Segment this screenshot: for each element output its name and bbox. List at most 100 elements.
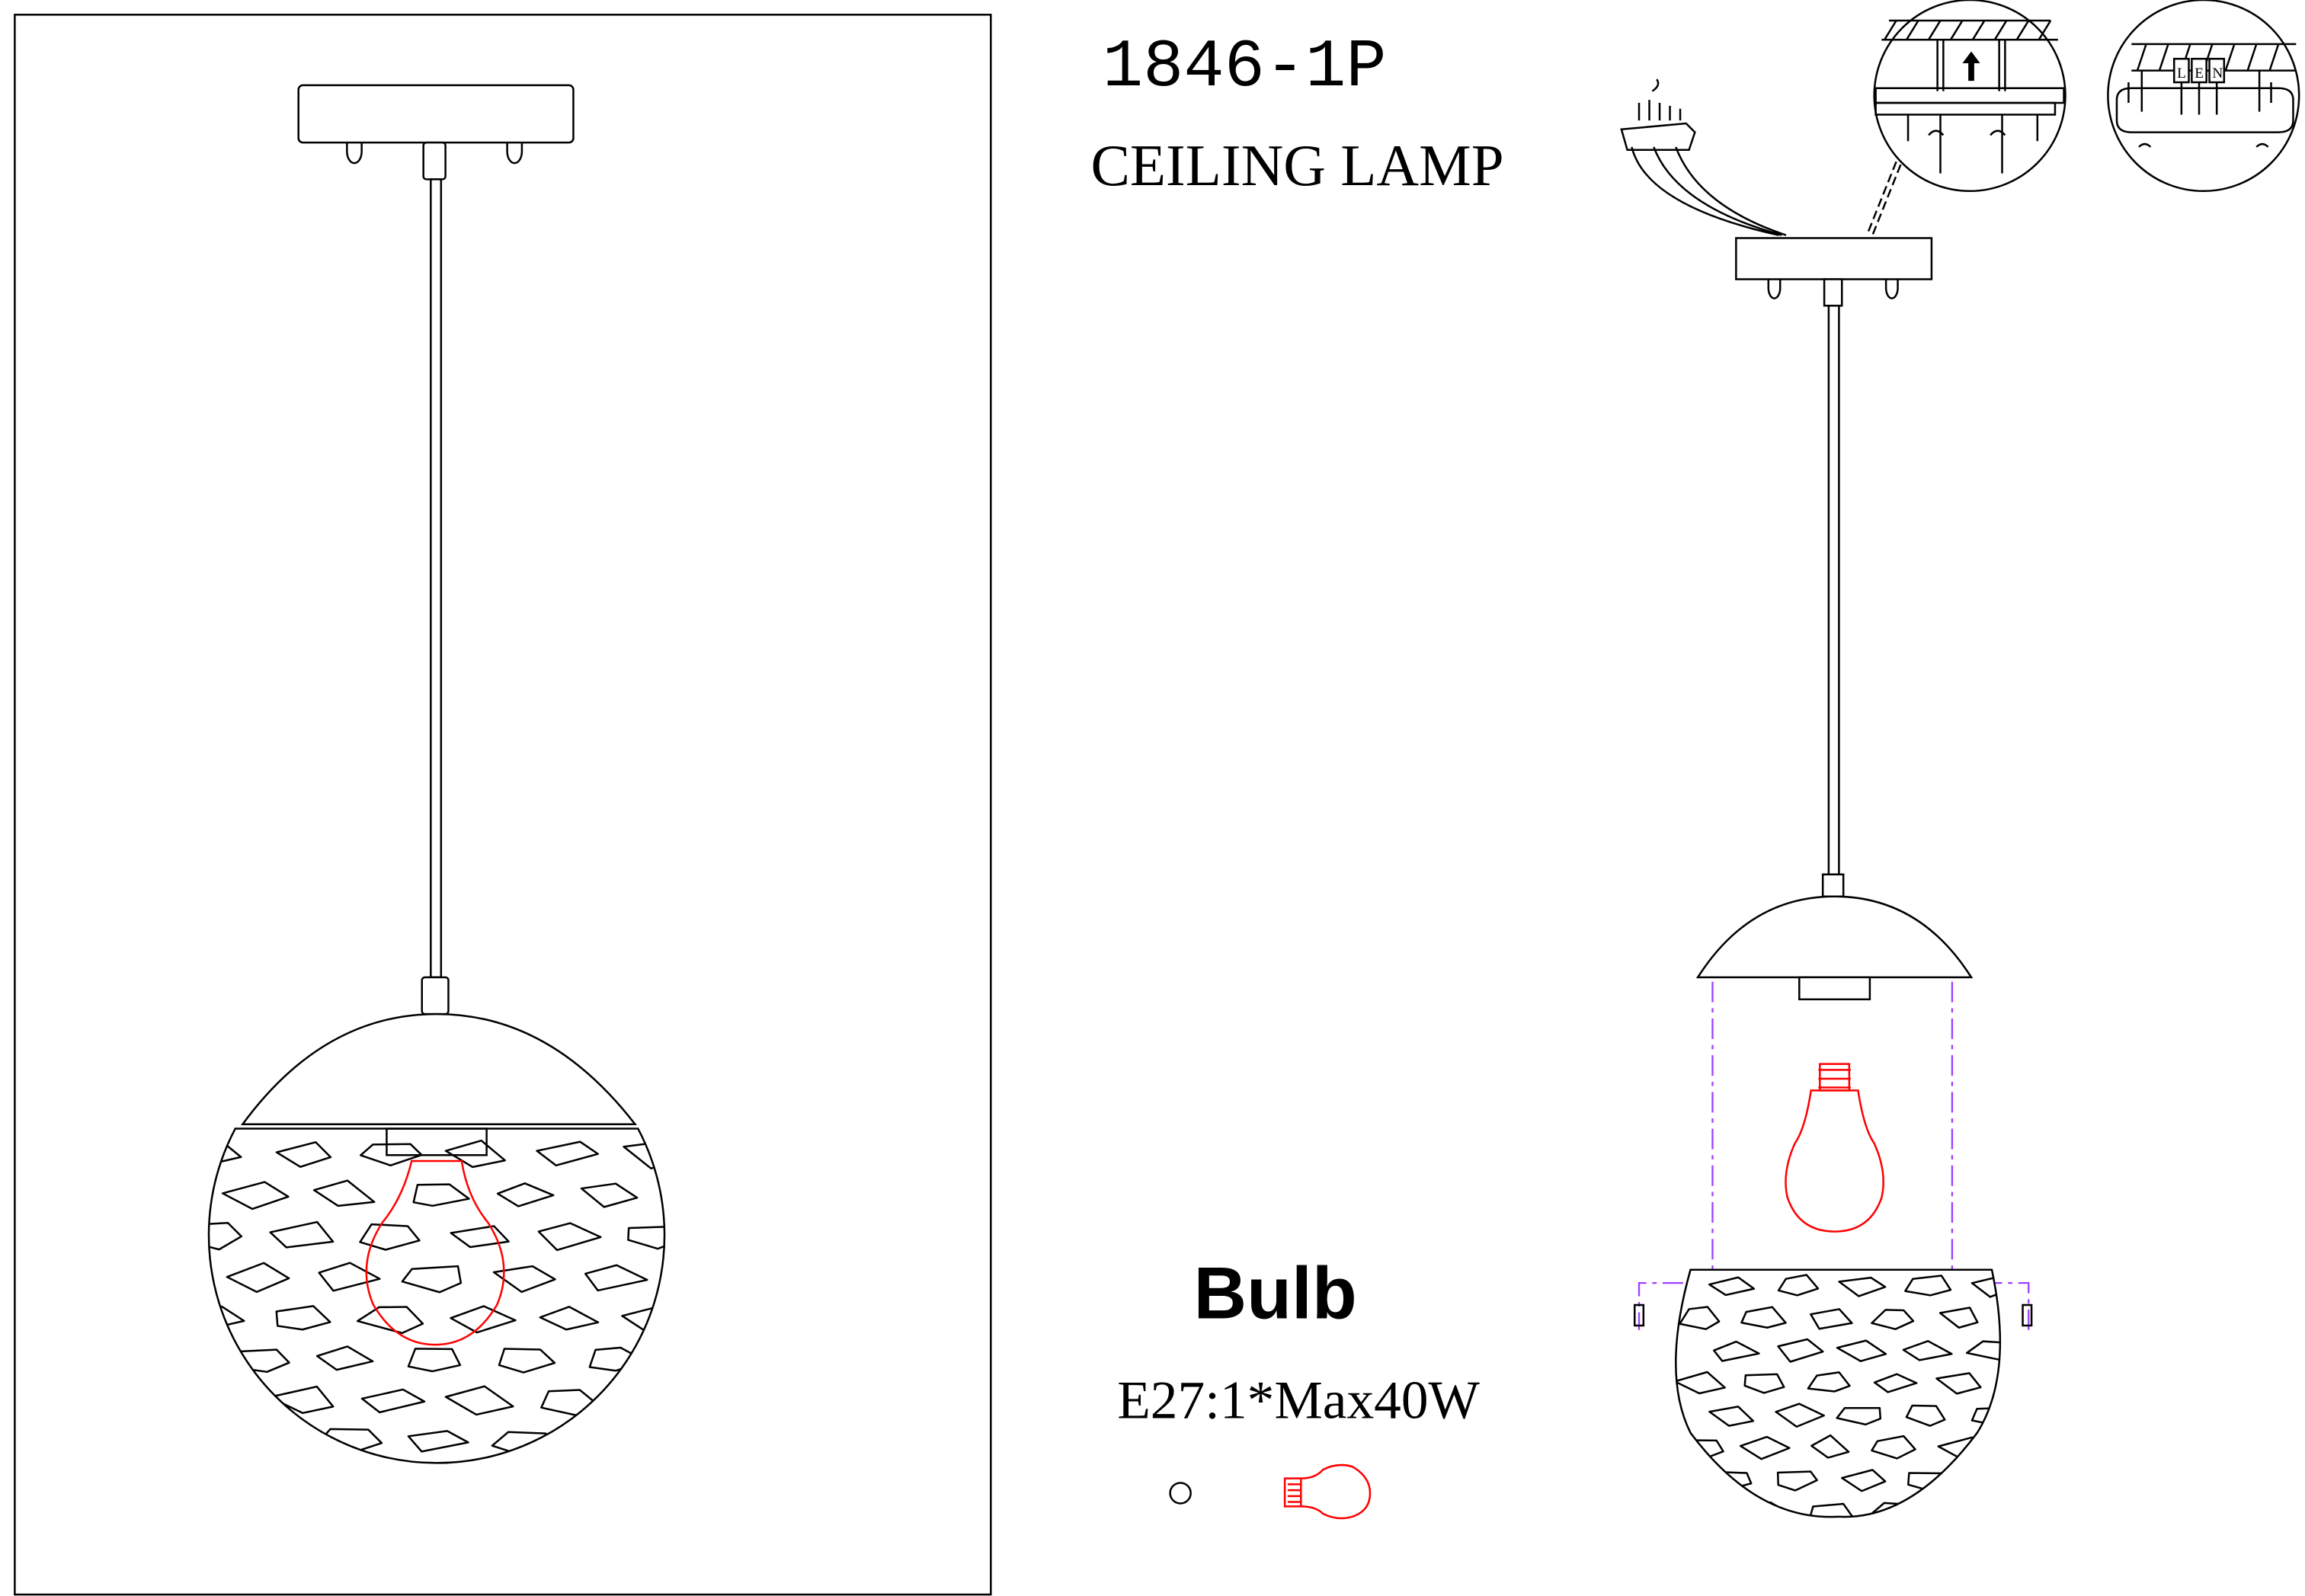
shade-cutout: [580, 1182, 639, 1208]
shade-cutout: [315, 1345, 374, 1371]
shade-cutout: [1965, 1340, 2000, 1361]
shade-cutout: [588, 1346, 647, 1372]
shade-cutout: [209, 1221, 243, 1251]
bulb-spec: E27:1*Max40W: [1117, 1371, 1480, 1431]
shade-cutout: [1739, 1435, 1791, 1460]
shade-cutout: [360, 1388, 426, 1414]
frame-border: [14, 14, 992, 1596]
model-number: 1846-1P: [1103, 29, 1387, 106]
wire-label-neutral: N: [2212, 66, 2223, 82]
shade-cutout: [1679, 1306, 1721, 1330]
shade-cutout: [1905, 1404, 1946, 1427]
shade-cutout: [584, 1264, 648, 1292]
shade-cutout: [1938, 1307, 1979, 1329]
shade-cutout: [318, 1262, 381, 1292]
shade-cutout: [533, 1471, 603, 1495]
shade-cutout: [1743, 1373, 1785, 1394]
suspension-rod-exploded: [1827, 304, 1840, 876]
shade-cutout: [1809, 1502, 1854, 1518]
lamp-dome-exploded: [1695, 895, 1974, 979]
shade-cutout: [577, 1429, 639, 1457]
shade-cutout: [498, 1348, 556, 1374]
mounting-detail-1: [1873, 0, 2066, 192]
wiring-detail-2: L E N: [2107, 0, 2300, 192]
shade-cutout: [275, 1305, 331, 1331]
shade-cutout: [1807, 1371, 1851, 1393]
shade-cutout: [1970, 1406, 2000, 1428]
shade-cutout: [358, 1472, 417, 1496]
lamp-socket: [386, 1127, 488, 1156]
shade-cutout: [1970, 1470, 2000, 1490]
shade-cutout: [1935, 1502, 1983, 1518]
shade-cutout: [269, 1220, 335, 1249]
bulb-icon: [1283, 1463, 1372, 1520]
shade-cutout: [1935, 1372, 1982, 1395]
rod-connector-bottom: [421, 976, 450, 1015]
shade-cutout: [539, 1306, 600, 1331]
shade-cutout: [1777, 1274, 1820, 1297]
shade-cutout: [628, 1387, 665, 1416]
shade-cutout: [1810, 1308, 1853, 1330]
shade-cutout: [1873, 1373, 1918, 1393]
shade-cutout: [407, 1430, 469, 1453]
canopy-screws: [346, 142, 523, 165]
shade-cutout: [360, 1143, 423, 1167]
shade-cutout: [1776, 1470, 1818, 1492]
ceiling-canopy: [297, 84, 575, 144]
ceiling-canopy-exploded: [1735, 237, 1933, 280]
shade-cutout: [221, 1181, 290, 1211]
shade-cutout: [450, 1225, 510, 1249]
bulb-exploded: [1785, 1063, 1884, 1233]
shade-cutout: [209, 1387, 242, 1413]
shade-cutout: [1777, 1338, 1824, 1363]
shade-cutout: [447, 1470, 507, 1496]
shade-cutout: [444, 1385, 514, 1416]
shade-cutout: [274, 1470, 338, 1496]
shade-cutout: [185, 1473, 244, 1498]
shade-cutout: [226, 1262, 290, 1294]
shade-cutout: [1871, 1434, 1916, 1460]
shade-cutout: [1904, 1275, 1952, 1297]
bulb-outline: [365, 1159, 505, 1346]
assembled-view: [14, 14, 992, 1596]
shade-cutout: [401, 1265, 463, 1294]
product-type: CEILING LAMP: [1090, 133, 1503, 198]
shade-cutout: [1840, 1469, 1887, 1492]
shade-cutout: [356, 1306, 424, 1335]
shade-cutout: [622, 1468, 686, 1493]
shade-cutout: [1676, 1371, 1726, 1395]
shade-cutout: [1712, 1340, 1760, 1362]
wire-label-earth: E: [2195, 66, 2204, 82]
lamp-dome: [240, 1012, 638, 1126]
suspension-rod: [430, 178, 443, 979]
lamp-socket-exploded: [1798, 976, 1871, 1001]
shade-cutout: [1838, 1276, 1887, 1297]
shade-cutout: [536, 1140, 600, 1167]
shade-cutout: [407, 1348, 462, 1373]
bulb-heading: Bulb: [1194, 1252, 1357, 1334]
shade-cutout: [1902, 1340, 1953, 1361]
exploded-view: [1620, 78, 2033, 1518]
shade-cutout: [537, 1222, 602, 1252]
shade-cutout: [359, 1223, 421, 1251]
shade-cutout: [496, 1182, 555, 1207]
shade-cutout: [1740, 1306, 1787, 1329]
terminal-block: [1620, 78, 1787, 236]
shade-cutout: [1708, 1406, 1755, 1427]
shade-cutout: [1708, 1276, 1756, 1297]
shade-cutout: [275, 1141, 332, 1168]
shade-cutout: [1810, 1434, 1850, 1459]
shade-cutout: [1679, 1502, 1724, 1518]
shade-cutout: [232, 1428, 293, 1456]
shade-cutout: [312, 1179, 376, 1207]
quantity-circle-icon: [1169, 1482, 1192, 1505]
rod-connector-top: [422, 141, 447, 181]
shade-cutout: [627, 1225, 665, 1250]
wire-label-live: L: [2177, 66, 2186, 82]
shade-cutout: [1775, 1402, 1825, 1428]
shade-cutout: [1836, 1339, 1887, 1362]
pierced-sphere-shade: [207, 1127, 666, 1464]
shade-cutout: [1836, 1407, 1882, 1426]
shade-cutout: [444, 1139, 506, 1169]
